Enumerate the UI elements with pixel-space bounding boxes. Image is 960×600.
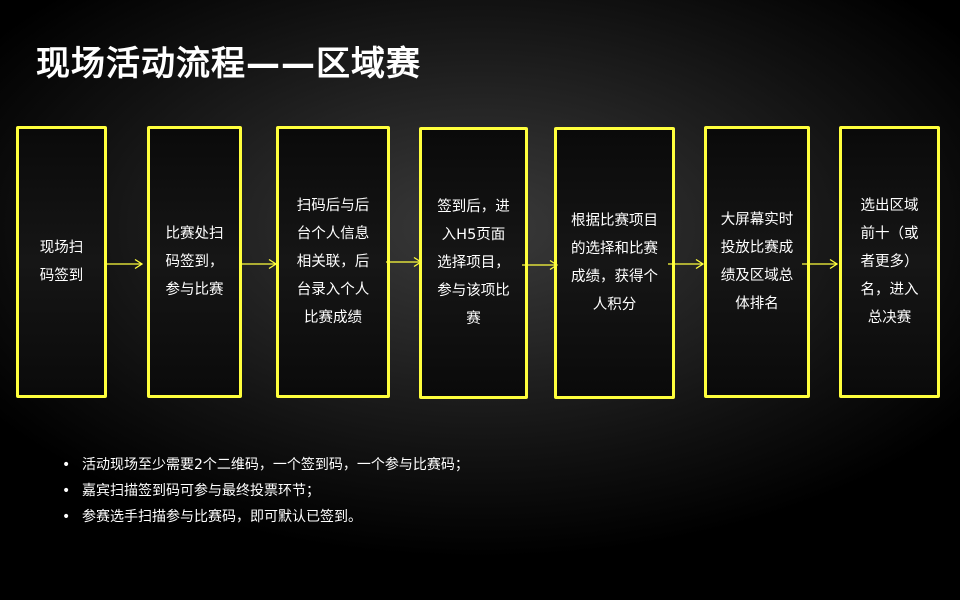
note-text: 参赛选手扫描参与比赛码，即可默认已签到。: [82, 509, 362, 525]
flow-step-5: 根据比赛项目的选择和比赛成绩，获得个人积分: [554, 127, 675, 399]
note-text: 嘉宾扫描签到码可参与最终投票环节；: [82, 483, 320, 499]
flow-step-3-text: 扫码后与后台个人信息相关联，后台录入个人比赛成绩: [296, 198, 370, 326]
bullet-dot-icon: •: [62, 457, 71, 473]
flow-arrow-icon: [668, 258, 705, 270]
flow-arrow-icon: [107, 258, 144, 270]
flow-step-7-text: 选出区域前十（或者更多）名，进入总决赛: [860, 198, 919, 326]
note-text: 活动现场至少需要2个二维码，一个签到码，一个参与比赛码；: [82, 457, 469, 473]
notes-list: • 活动现场至少需要2个二维码，一个签到码，一个参与比赛码； • 嘉宾扫描签到码…: [60, 452, 469, 530]
note-item: • 活动现场至少需要2个二维码，一个签到码，一个参与比赛码；: [60, 452, 469, 478]
flow-arrow-icon: [522, 259, 559, 271]
flow-step-1: 现场扫码签到: [16, 126, 107, 398]
flow-arrow-icon: [802, 258, 839, 270]
note-item: • 参赛选手扫描参与比赛码，即可默认已签到。: [60, 504, 469, 530]
bullet-dot-icon: •: [62, 483, 71, 499]
flow-step-3: 扫码后与后台个人信息相关联，后台录入个人比赛成绩: [276, 126, 390, 398]
flow-step-4-text: 签到后，进入H5页面选择项目，参与该项比赛: [437, 199, 510, 327]
page-title: 现场活动流程——区域赛: [36, 44, 421, 84]
note-item: • 嘉宾扫描签到码可参与最终投票环节；: [60, 478, 469, 504]
flow-arrow-icon: [386, 256, 423, 268]
flow-step-2-text: 比赛处扫码签到，参与比赛: [165, 226, 224, 298]
flow-step-1-text: 现场扫码签到: [39, 240, 84, 284]
flow-step-4: 签到后，进入H5页面选择项目，参与该项比赛: [419, 127, 528, 399]
flow-step-5-text: 根据比赛项目的选择和比赛成绩，获得个人积分: [571, 213, 658, 313]
flow-step-7: 选出区域前十（或者更多）名，进入总决赛: [839, 126, 940, 398]
flow-step-6: 大屏幕实时投放比赛成绩及区域总体排名: [704, 126, 810, 398]
bullet-dot-icon: •: [62, 509, 71, 525]
flow-arrow-icon: [241, 258, 278, 270]
flow-step-2: 比赛处扫码签到，参与比赛: [147, 126, 242, 398]
flow-step-6-text: 大屏幕实时投放比赛成绩及区域总体排名: [720, 212, 794, 312]
